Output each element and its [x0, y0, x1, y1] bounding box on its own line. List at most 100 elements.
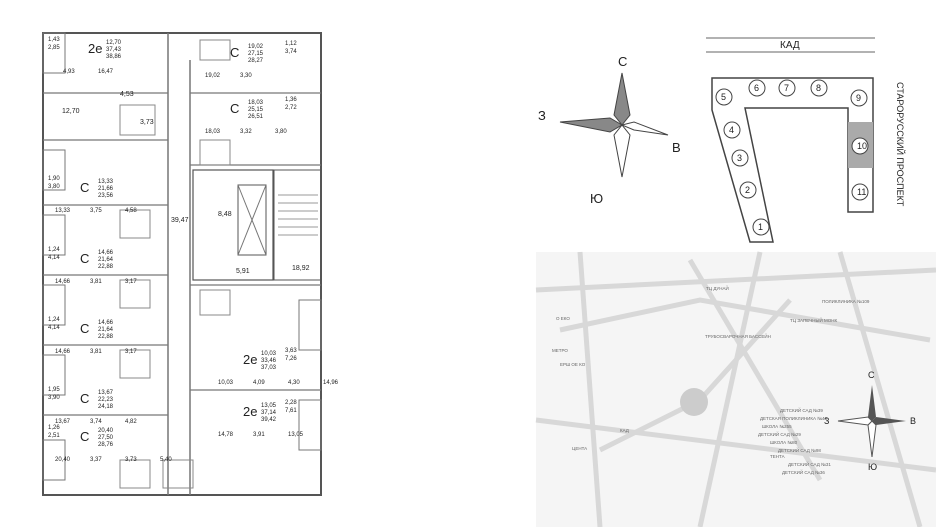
unit-area: 13,05	[261, 403, 277, 409]
balcony-area: 2,85	[48, 45, 60, 51]
compass-map-w: З	[824, 416, 829, 426]
compass-map: С Ю З В	[824, 370, 916, 472]
room-area: 3,73	[125, 457, 137, 463]
unit-area: 37,43	[106, 47, 122, 53]
unit-type: 2е	[88, 41, 102, 56]
map-label: ШКОЛА №80	[770, 440, 798, 445]
room-area: 3,30	[240, 73, 252, 79]
unit-area: 37,03	[261, 365, 277, 371]
balcony-area: 3,80	[48, 184, 60, 190]
unit-area: 12,70	[106, 40, 122, 46]
room-area: 4,58	[125, 208, 137, 214]
room-area: 3,81	[90, 279, 102, 285]
unit-area: 28,76	[98, 442, 114, 448]
unit-type: С	[80, 321, 89, 336]
room-area: 3,32	[240, 129, 252, 135]
map-label: ТРУБОСВАРОЧНАЯ БАССЕЙН	[705, 332, 771, 339]
area-lobby: 8,48	[218, 211, 232, 218]
section-5-circle[interactable]	[715, 88, 733, 106]
section-3-circle[interactable]	[731, 149, 749, 167]
section-7-label: 7	[784, 83, 789, 93]
avenue-label: СТАРОРУССКИЙ ПРОСПЕКТ	[895, 82, 906, 207]
unit-type: 2е	[243, 404, 257, 419]
area-corridor: 39,47	[171, 217, 189, 224]
room-area: 3,17	[125, 279, 137, 285]
balcony-area: 1,95	[48, 387, 60, 393]
map-label: ДЕТСКИЙ САД №98	[778, 446, 821, 453]
section-11-label: 11	[857, 187, 866, 197]
map-label: ТЦ ДУНАЙ	[706, 284, 729, 291]
section-4-label: 4	[729, 125, 734, 135]
balcony-area: 7,61	[285, 408, 297, 414]
balcony-area: 2,51	[48, 433, 60, 439]
unit-area: 21,64	[98, 327, 114, 333]
balcony-area: 1,36	[285, 97, 297, 103]
room-area: 14,96	[323, 380, 339, 386]
section-8-label: 8	[816, 83, 821, 93]
room-area: 18,03	[205, 129, 221, 135]
section-6-circle[interactable]	[748, 79, 766, 97]
unit-type: С	[80, 251, 89, 266]
section-5-label: 5	[721, 92, 726, 102]
map-label: ТЕНТА	[770, 454, 785, 459]
unit-area: 26,51	[248, 114, 264, 120]
map-label: ДЕТСКИЙ САД №29	[758, 430, 801, 437]
section-11-circle[interactable]	[851, 183, 869, 201]
balcony-area: 4,14	[48, 255, 60, 261]
section-8-circle[interactable]	[810, 79, 828, 97]
room-area: 3,17	[125, 349, 137, 355]
unit-area: 13,33	[98, 179, 114, 185]
unit-area: 22,88	[98, 334, 114, 340]
area-elevator-hall: 5,91	[236, 268, 250, 275]
room-area: 13,05	[288, 432, 304, 438]
room-area: 4,93	[63, 69, 75, 75]
compass-top-n: С	[618, 54, 627, 69]
unit-type: С	[80, 391, 89, 406]
balcony-area: 2,72	[285, 105, 297, 111]
unit-type: С	[230, 101, 239, 116]
area-room-1: 12,70	[62, 108, 80, 115]
balcony-area: 1,24	[48, 317, 60, 323]
section-2-label: 2	[745, 185, 750, 195]
section-7-circle[interactable]	[778, 79, 796, 97]
room-area: 10,03	[218, 380, 234, 386]
site-plan: С Ю З В КАД СТАРОРУССКИЙ ПРОСПЕКТ 123456…	[538, 37, 906, 243]
unit-area: 25,15	[248, 107, 264, 113]
room-area: 14,66	[55, 349, 71, 355]
unit-area: 14,66	[98, 320, 114, 326]
section-10-label: 10	[857, 141, 867, 151]
section-10-circle[interactable]	[851, 137, 869, 155]
map-label: ДЕТСКИЙ САД №39	[780, 406, 823, 413]
compass-top-e: В	[672, 140, 681, 155]
section-1-circle[interactable]	[752, 218, 770, 236]
compass-map-n: С	[868, 370, 875, 380]
balcony-area: 3,63	[285, 348, 297, 354]
section-1-label: 1	[758, 222, 763, 232]
unit-area: 27,15	[248, 51, 264, 57]
unit-area: 38,86	[106, 54, 122, 60]
section-2-circle[interactable]	[739, 181, 757, 199]
room-area: 3,37	[90, 457, 102, 463]
unit-area: 39,42	[261, 417, 277, 423]
unit-type: С	[80, 429, 89, 444]
section-9-circle[interactable]	[850, 89, 868, 107]
balcony-area: 1,43	[48, 37, 60, 43]
compass-top-s: Ю	[590, 191, 603, 206]
room-area: 3,81	[90, 349, 102, 355]
section-4-circle[interactable]	[723, 121, 741, 139]
unit-area: 13,67	[98, 390, 114, 396]
unit-area: 10,03	[261, 351, 277, 357]
room-area: 19,02	[205, 73, 221, 79]
unit-area: 18,03	[248, 100, 264, 106]
unit-area: 23,56	[98, 193, 114, 199]
unit-area: 22,23	[98, 397, 114, 403]
unit-area: 22,88	[98, 264, 114, 270]
compass-map-e: В	[910, 416, 916, 426]
room-area: 4,82	[125, 419, 137, 425]
unit-area: 24,18	[98, 404, 114, 410]
